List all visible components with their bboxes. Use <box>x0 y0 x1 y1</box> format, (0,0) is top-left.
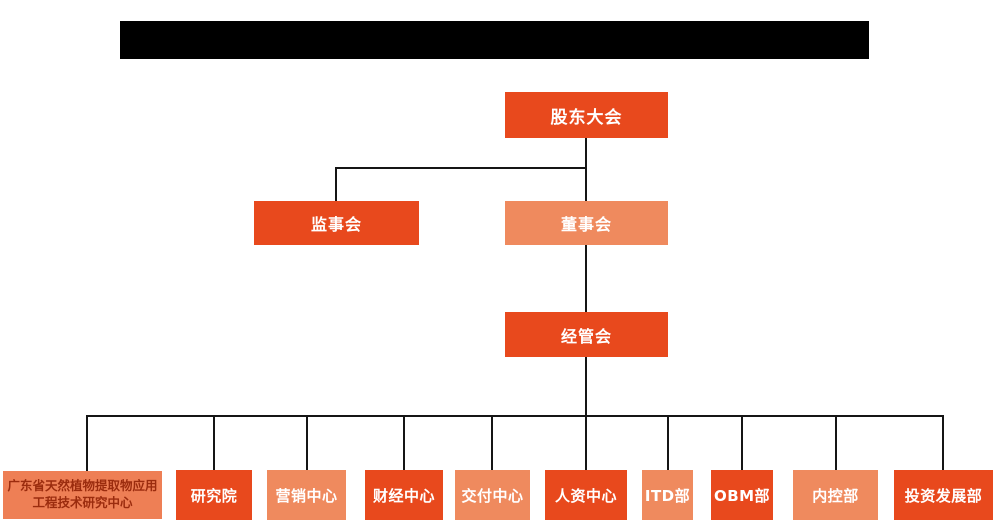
connector-to-finance <box>403 415 405 471</box>
org-node-itd-label: ITD部 <box>644 486 691 505</box>
org-node-delivery: 交付中心 <box>455 470 530 520</box>
org-node-investment: 投资发展部 <box>894 470 993 520</box>
connector-to-research-institute <box>213 415 215 471</box>
connector-root-down <box>585 138 587 169</box>
org-node-research-center: 广东省天然植物提取物应用工程技术研究中心 <box>3 471 162 519</box>
org-node-research-institute: 研究院 <box>176 470 252 520</box>
connector-to-research-center <box>86 415 88 471</box>
org-node-research-center-label: 广东省天然植物提取物应用工程技术研究中心 <box>7 478 158 510</box>
org-node-management: 经管会 <box>505 312 668 357</box>
org-node-shareholders: 股东大会 <box>505 92 668 138</box>
org-node-board: 董事会 <box>505 201 668 245</box>
org-node-hr-label: 人资中心 <box>554 486 617 505</box>
connector-to-investment <box>942 415 944 471</box>
org-node-delivery-label: 交付中心 <box>461 486 524 505</box>
connector-board-to-management <box>585 245 587 312</box>
org-node-obm-label: OBM部 <box>713 486 771 505</box>
connector-to-marketing <box>306 415 308 471</box>
org-node-marketing: 营销中心 <box>267 470 346 520</box>
org-node-board-label: 董事会 <box>560 215 612 234</box>
org-node-obm: OBM部 <box>711 470 773 520</box>
org-node-research-institute-label: 研究院 <box>190 486 238 505</box>
connector-level2-horizontal <box>335 167 587 169</box>
org-node-finance-label: 财经中心 <box>372 486 435 505</box>
org-node-supervisory-label: 监事会 <box>310 215 362 234</box>
org-node-internal-control-label: 内控部 <box>812 486 859 505</box>
connector-to-supervisory <box>335 167 337 201</box>
org-node-hr: 人资中心 <box>545 470 627 520</box>
org-node-itd: ITD部 <box>642 470 693 520</box>
org-node-finance: 财经中心 <box>365 470 443 520</box>
org-node-supervisory: 监事会 <box>254 201 419 245</box>
org-node-investment-label: 投资发展部 <box>904 486 983 505</box>
org-node-marketing-label: 营销中心 <box>275 486 338 505</box>
org-node-internal-control: 内控部 <box>793 470 878 520</box>
connector-to-obm <box>741 415 743 471</box>
redacted-title-bar <box>120 21 869 59</box>
connector-to-hr <box>585 415 587 471</box>
org-node-management-label: 经管会 <box>560 326 612 346</box>
org-node-shareholders-label: 股东大会 <box>550 107 623 128</box>
connector-to-board <box>585 167 587 201</box>
connector-level4-horizontal <box>86 415 944 417</box>
connector-to-delivery <box>491 415 493 471</box>
connector-to-internal-control <box>835 415 837 471</box>
connector-management-down <box>585 357 587 416</box>
connector-to-itd <box>667 415 669 471</box>
